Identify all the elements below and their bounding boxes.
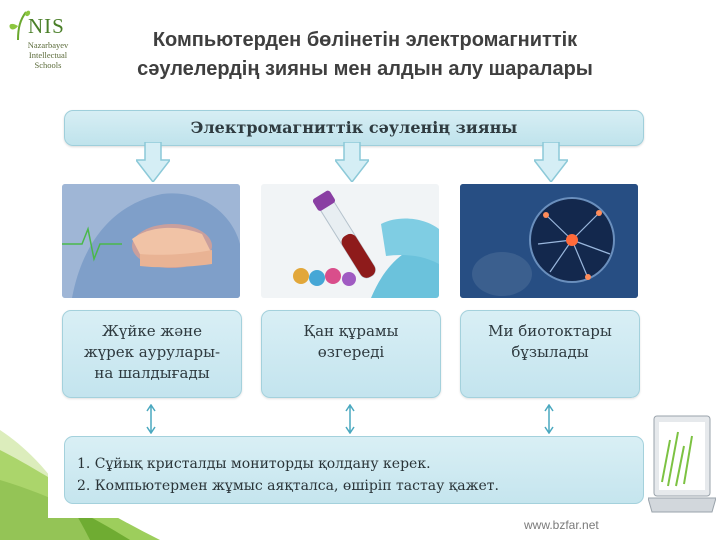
- nis-logo: NIS Nazarbayev Intellectual Schools: [4, 4, 84, 74]
- title-line-2: сәулелердің зияны мен алдын алу шаралары: [137, 58, 593, 80]
- down-arrow-icon: [136, 142, 170, 182]
- logo-subtitle: Nazarbayev Intellectual Schools: [22, 40, 74, 70]
- double-arrow-icon: [146, 404, 156, 434]
- measure-item: 1. Сұйық кристалды мониторды қолдану кер…: [77, 456, 431, 472]
- effect-text: Жүйке және жүрек аурулары- на шалдығады: [69, 321, 235, 384]
- title-line-1: Компьютерден бөлінетін электромагниттік: [152, 29, 578, 51]
- effect-box-blood: Қан құрамы өзгереді: [261, 310, 441, 398]
- leaf-icon: [9, 10, 31, 41]
- double-arrow-icon: [544, 404, 554, 434]
- prevention-measures-box: 1. Сұйық кристалды мониторды қолдану кер…: [64, 436, 644, 504]
- logo-sub-line: Schools: [34, 60, 62, 70]
- laptop-icon: [648, 415, 716, 513]
- footer-url: www.bzfar.net: [524, 518, 599, 532]
- effect-text: Қан құрамы өзгереді: [268, 321, 434, 363]
- effect-text: Ми биотоктары бұзылады: [467, 321, 633, 363]
- effect-line: өзгереді: [317, 343, 385, 361]
- measures-list: 1. Сұйық кристалды мониторды қолдану кер…: [77, 453, 499, 497]
- effect-line: Жүйке және: [102, 322, 202, 340]
- effect-line: Ми биотоктары: [488, 322, 612, 340]
- effect-line: Қан құрамы: [303, 322, 399, 340]
- double-arrow-icon: [345, 404, 355, 434]
- effect-box-brain: Ми биотоктары бұзылады: [460, 310, 640, 398]
- brain-neurons-photo: [460, 184, 638, 298]
- diagram-figure: Электромагниттік сәуленің зияны: [48, 98, 650, 518]
- blood-test-photo: [261, 184, 439, 298]
- chest-pain-photo: [62, 184, 240, 298]
- down-arrow-icon: [335, 142, 369, 182]
- diagram-header-text: Электромагниттік сәуленің зияны: [190, 118, 518, 137]
- down-arrow-icon: [534, 142, 568, 182]
- page-title: Компьютерден бөлінетін электромагниттік …: [80, 26, 650, 84]
- logo-sub-line: Intellectual: [28, 50, 68, 60]
- measure-item: 2. Компьютермен жұмыс аяқталса, өшіріп т…: [77, 478, 499, 494]
- effect-line: на шалдығады: [94, 364, 210, 382]
- effect-line: жүрек аурулары-: [83, 343, 221, 361]
- effect-line: бұзылады: [511, 343, 589, 361]
- effect-box-nerve-heart: Жүйке және жүрек аурулары- на шалдығады: [62, 310, 242, 398]
- logo-sub-line: Nazarbayev: [27, 40, 69, 50]
- logo-nis-text: NIS: [28, 14, 65, 38]
- diagram-header-banner: Электромагниттік сәуленің зияны: [64, 110, 644, 146]
